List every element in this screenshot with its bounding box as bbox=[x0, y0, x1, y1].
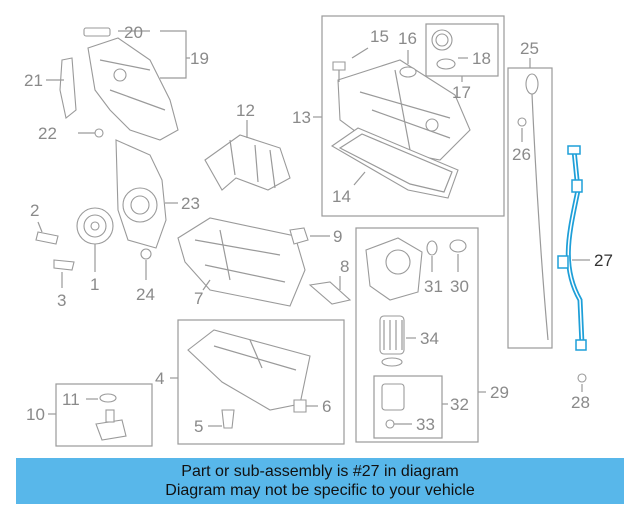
oil-pan-upper-part bbox=[177, 217, 306, 307]
oring-28-part bbox=[577, 373, 587, 392]
callout-31: 31 bbox=[424, 277, 443, 296]
level-sensor-part bbox=[95, 393, 127, 441]
callout-12: 12 bbox=[236, 101, 255, 120]
filter-element-part bbox=[379, 315, 405, 367]
filter-cap-part bbox=[381, 383, 412, 429]
nut-16-part bbox=[399, 50, 417, 78]
callout-14: 14 bbox=[332, 187, 351, 206]
banner-line-1: Part or sub-assembly is #27 in diagram bbox=[181, 463, 459, 480]
timing-cover-seal-part bbox=[83, 27, 111, 37]
callout-11: 11 bbox=[62, 390, 80, 409]
bolt-15-part bbox=[332, 47, 369, 82]
dipstick-tube-part-27 bbox=[557, 145, 587, 351]
bolt-6-part bbox=[293, 399, 318, 413]
callout-10: 10 bbox=[26, 405, 45, 424]
seal-31-part bbox=[426, 240, 438, 272]
bolt-3-part bbox=[53, 259, 75, 288]
callout-27: 27 bbox=[594, 251, 613, 270]
oil-baffle-part bbox=[204, 134, 291, 191]
seal-26-part bbox=[517, 117, 527, 142]
callout-21: 21 bbox=[24, 71, 43, 90]
diagram-notice-banner: Part or sub-assembly is #27 in diagram D… bbox=[16, 458, 624, 504]
drain-plug-5-part bbox=[208, 409, 235, 429]
callout-33: 33 bbox=[416, 415, 435, 434]
callout-8: 8 bbox=[340, 257, 349, 276]
callout-5: 5 bbox=[194, 417, 203, 436]
side-cover-part bbox=[59, 57, 77, 119]
lower-timing-cover-part bbox=[115, 139, 167, 249]
callout-15: 15 bbox=[370, 27, 389, 46]
callout-23: 23 bbox=[181, 194, 200, 213]
callout-3: 3 bbox=[57, 291, 66, 310]
timing-cover-part bbox=[87, 37, 179, 141]
filter-housing-part bbox=[365, 237, 423, 301]
dipstick-part bbox=[525, 73, 549, 341]
sensor-24-part bbox=[140, 248, 152, 280]
callout-29: 29 bbox=[490, 383, 509, 402]
callout-26: 26 bbox=[512, 145, 531, 164]
callout-9: 9 bbox=[333, 227, 342, 246]
bolt-22-part bbox=[78, 128, 104, 138]
callout-18: 18 bbox=[472, 49, 491, 68]
bolt-2-part bbox=[35, 221, 59, 245]
callout-2: 2 bbox=[30, 201, 39, 220]
callout-25: 25 bbox=[520, 39, 539, 58]
callout-1: 1 bbox=[90, 275, 99, 294]
callout-16: 16 bbox=[398, 29, 417, 48]
callout-13: 13 bbox=[292, 108, 311, 127]
callout-32: 32 bbox=[450, 395, 469, 414]
banner-line-2: Diagram may not be specific to your vehi… bbox=[165, 482, 475, 499]
callout-22: 22 bbox=[38, 124, 57, 143]
callout-30: 30 bbox=[450, 277, 469, 296]
gasket-8-part bbox=[308, 276, 352, 305]
callout-17: 17 bbox=[452, 83, 471, 102]
callout-19: 19 bbox=[190, 49, 209, 68]
oil-pan-lower-part bbox=[187, 329, 311, 411]
crankshaft-pulley-part bbox=[76, 207, 114, 245]
callout-7: 7 bbox=[194, 289, 203, 308]
valve-cover-gasket-part bbox=[330, 127, 459, 199]
callout-28: 28 bbox=[571, 393, 590, 412]
seal-30-part bbox=[449, 239, 467, 272]
plug-9-part bbox=[289, 227, 330, 245]
oil-cap-part bbox=[431, 29, 456, 70]
callout-4: 4 bbox=[155, 369, 164, 388]
callout-20: 20 bbox=[124, 23, 143, 42]
callout-24: 24 bbox=[136, 285, 155, 304]
callout-6: 6 bbox=[322, 397, 331, 416]
callout-34: 34 bbox=[420, 329, 439, 348]
